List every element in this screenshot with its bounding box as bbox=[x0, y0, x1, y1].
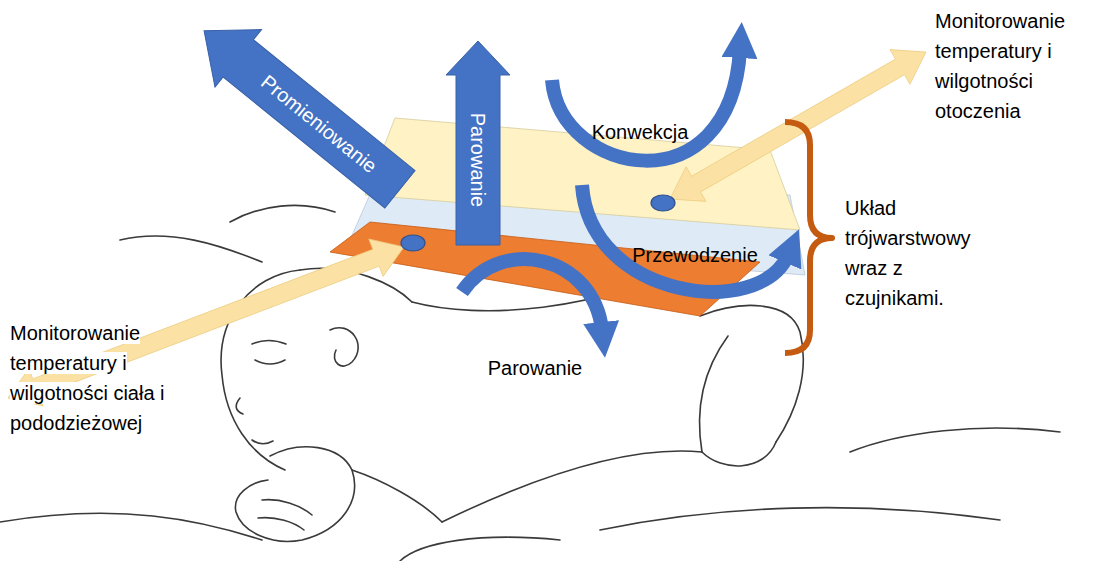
layer-bracket bbox=[785, 122, 832, 353]
baby-arm bbox=[352, 470, 442, 522]
evaporation-label-box: Parowanie bbox=[488, 353, 583, 383]
conduction-label-box: Przewodzenie bbox=[632, 240, 758, 270]
convection-label: Konwekcja bbox=[592, 121, 689, 143]
baby-leg bbox=[700, 336, 728, 452]
pillow-line bbox=[230, 205, 335, 222]
convection-label-box: Konwekcja bbox=[592, 117, 689, 147]
sensor-dot bbox=[651, 195, 675, 211]
heat-flow-arrow: Promieniowanie bbox=[181, 2, 423, 218]
sheet-line bbox=[600, 508, 1000, 530]
sheet-line bbox=[400, 537, 560, 561]
arrow-body bbox=[181, 2, 423, 218]
baby-foot bbox=[702, 442, 776, 466]
sheet-line bbox=[850, 428, 1060, 452]
baby-mouth bbox=[252, 440, 273, 444]
layer-system-label-box: Układ trójwarstwowy wraz z czujnikami. bbox=[845, 193, 1005, 313]
baby-bottom bbox=[700, 305, 803, 442]
layer-system-label: Układ trójwarstwowy wraz z czujnikami. bbox=[845, 197, 971, 309]
sheet-line bbox=[0, 513, 262, 540]
baby-nose bbox=[236, 398, 243, 414]
baby-brow bbox=[252, 341, 286, 345]
baby-ear bbox=[330, 328, 358, 366]
arrow-body bbox=[446, 41, 510, 245]
heat-flow-arrow: Parowanie bbox=[446, 41, 510, 245]
conduction-arrow bbox=[582, 185, 788, 292]
sensor-dot bbox=[401, 235, 425, 251]
heat-arrows bbox=[462, 50, 788, 330]
baby-eye bbox=[255, 360, 285, 364]
baby-hand bbox=[235, 447, 354, 542]
baby-finger bbox=[258, 518, 304, 530]
evaporation-label: Parowanie bbox=[488, 357, 583, 379]
arrow-label: Promieniowanie bbox=[256, 70, 382, 178]
evaporation-arrow bbox=[462, 259, 602, 330]
conduction-label: Przewodzenie bbox=[632, 244, 758, 266]
baby-body bbox=[442, 451, 702, 522]
baby-finger bbox=[262, 500, 312, 515]
arrow-label: Parowanie bbox=[466, 113, 490, 208]
pillow-line bbox=[120, 236, 262, 262]
body-monitoring-label-box: Monitorowanie temperatury i wilgotności … bbox=[10, 318, 178, 438]
ambient-monitoring-label-box: Monitorowanie temperatury i wilgotności … bbox=[935, 6, 1087, 126]
ambient-monitoring-label: Monitorowanie temperatury i wilgotności … bbox=[935, 10, 1065, 122]
body-monitoring-label: Monitorowanie temperatury i wilgotności … bbox=[10, 322, 165, 434]
convection-arrow bbox=[552, 50, 740, 161]
